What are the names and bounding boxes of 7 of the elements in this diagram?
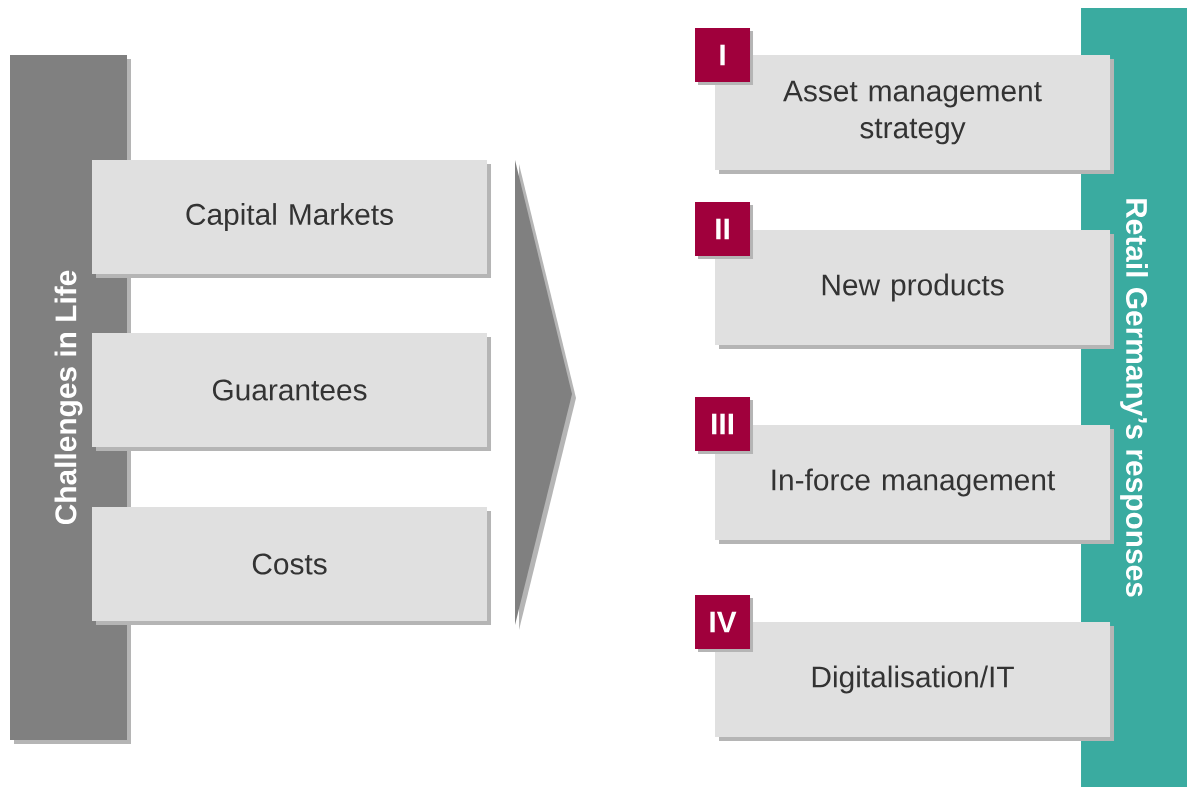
text-box: Costs bbox=[92, 507, 491, 625]
text-box: Guarantees bbox=[92, 333, 491, 451]
text-box: Capital Markets bbox=[92, 160, 491, 278]
numeral-badge: II bbox=[695, 202, 753, 259]
numeral-badge: III bbox=[695, 397, 753, 454]
numeral-badge: IV bbox=[695, 595, 753, 652]
numeral-badge: I bbox=[695, 28, 753, 85]
